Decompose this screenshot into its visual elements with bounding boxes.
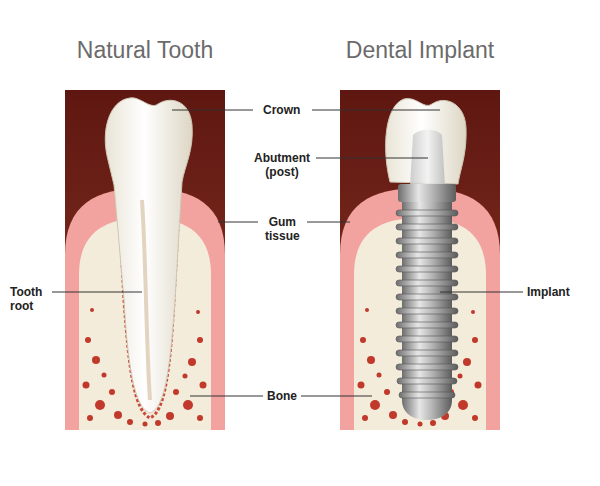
panel-heading: Dental Implant (346, 36, 494, 64)
part-label: Abutment (post) (254, 151, 310, 179)
part-label: Implant (527, 285, 570, 299)
panel-heading: Natural Tooth (77, 36, 213, 64)
part-label: Gum tissue (265, 215, 300, 243)
part-label: Bone (267, 389, 297, 403)
part-label: Crown (263, 103, 300, 117)
part-label: Tooth root (10, 285, 42, 313)
illustration-panel: Dental Implant (340, 90, 500, 430)
illustration-panel: Natural Tooth (65, 90, 225, 430)
